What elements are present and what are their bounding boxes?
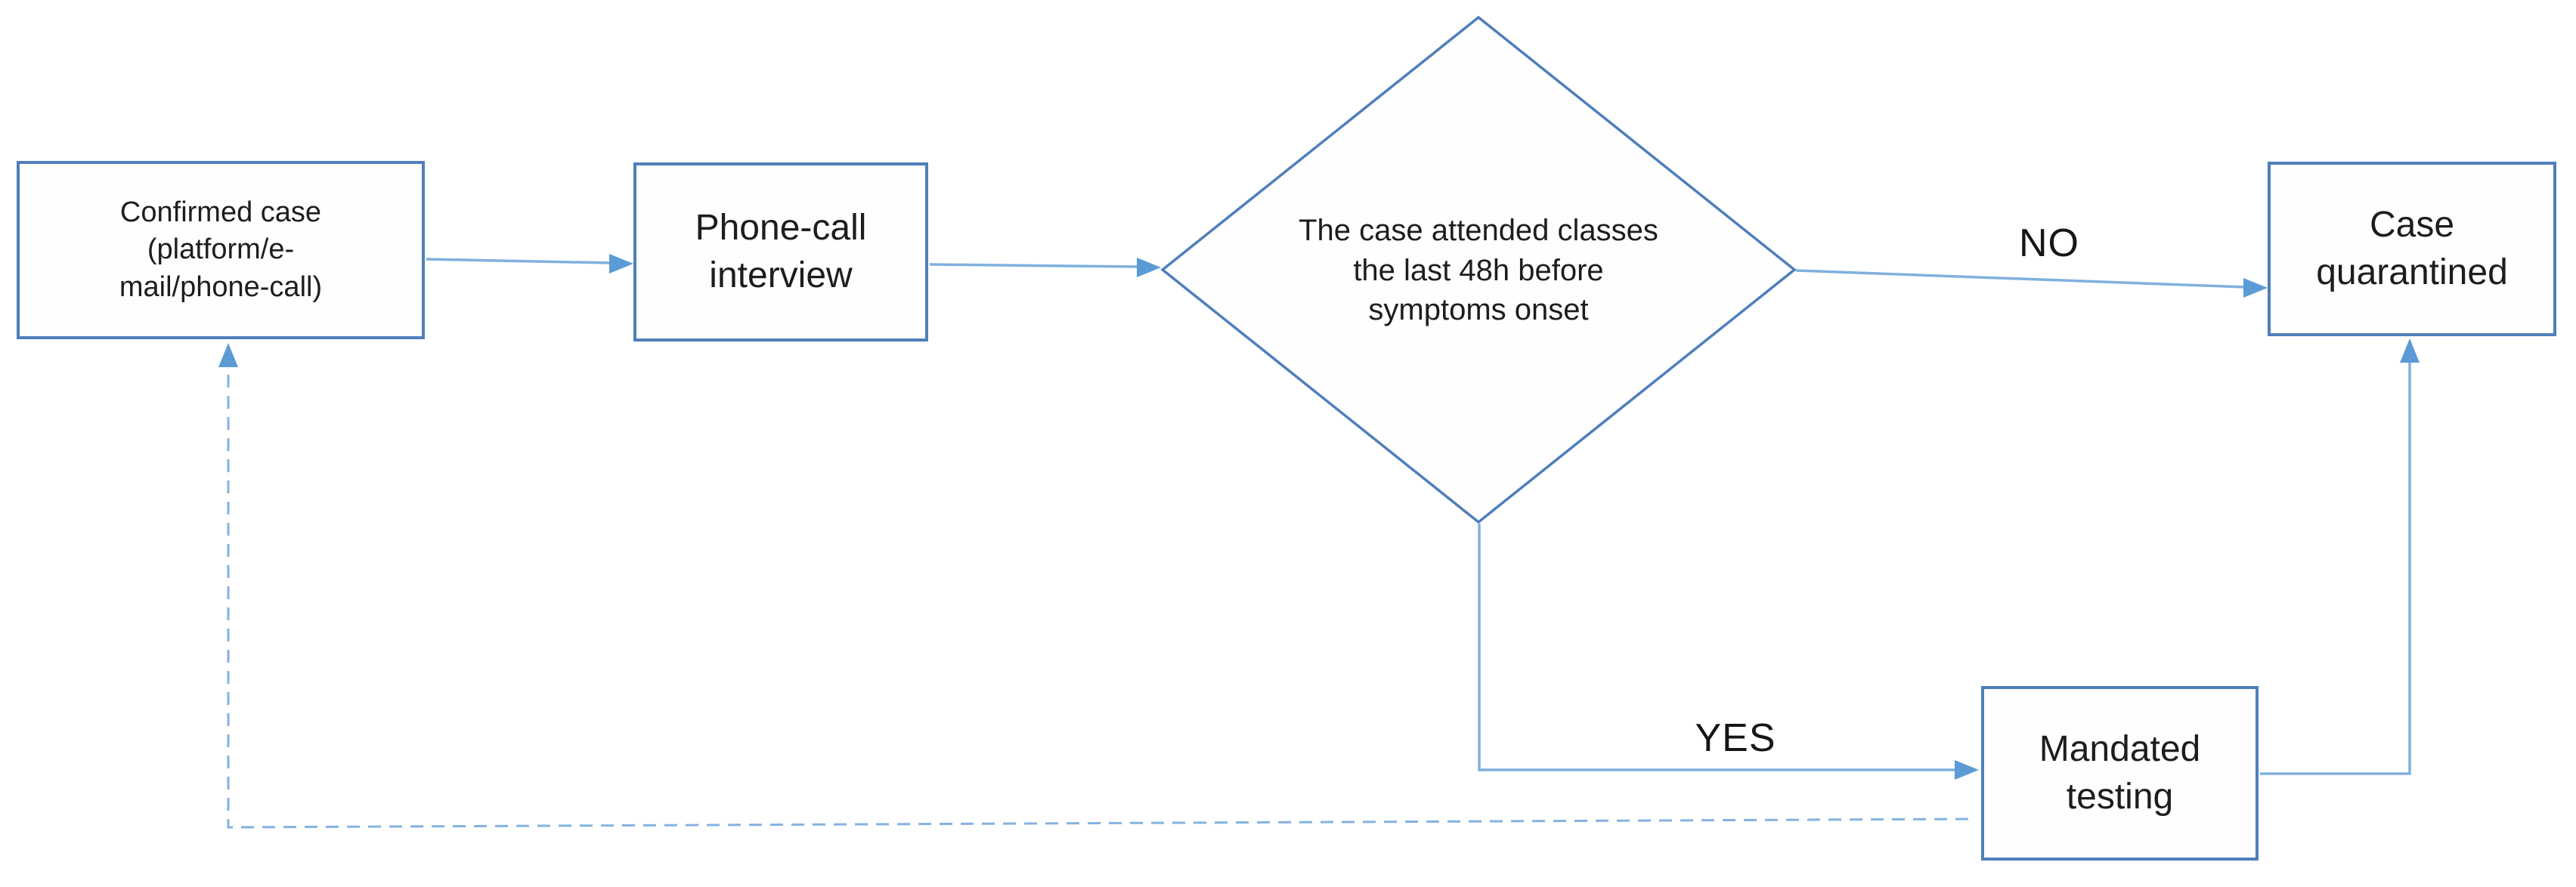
node-confirmed-case: Confirmed case (platform/e- mail/phone-c… <box>17 161 425 339</box>
node-decision-label: The case attended classes the last 48h b… <box>1299 213 1658 327</box>
edge-label-no: NO <box>2019 221 2079 265</box>
node-confirmed-case-label: Confirmed case (platform/e- mail/phone-c… <box>119 196 323 303</box>
edge-label-yes: YES <box>1695 716 1776 760</box>
arrowhead-into-decision <box>1137 258 1161 277</box>
node-case-quarantined: Case quarantined <box>2268 162 2556 336</box>
node-mandated-testing: Mandated testing <box>1981 686 2259 861</box>
arrowhead-into-quarantined-left <box>2243 278 2268 298</box>
arrowhead-into-testing <box>1955 760 1979 780</box>
node-mandated-testing-label: Mandated testing <box>2039 729 2201 817</box>
edge-no-decision-to-quarantined <box>1795 269 2246 289</box>
arrowhead-into-confirmed-bottom <box>218 343 238 367</box>
edge-yes-decision-to-testing <box>1478 524 1956 771</box>
node-phone-call-interview-label: Phone-call interview <box>695 208 867 295</box>
edge-interview-to-decision <box>929 263 1139 268</box>
node-case-quarantined-label: Case quarantined <box>2316 205 2508 292</box>
arrowhead-into-quarantined-bottom <box>2400 338 2420 363</box>
edge-confirmed-to-interview <box>426 258 611 264</box>
edge-testing-to-quarantined <box>2260 363 2411 775</box>
decision-diamond-shape <box>1160 15 1797 524</box>
arrowhead-into-interview <box>609 254 633 274</box>
node-phone-call-interview: Phone-call interview <box>633 162 928 342</box>
edge-feedback-testing-to-confirmed <box>227 369 1969 829</box>
